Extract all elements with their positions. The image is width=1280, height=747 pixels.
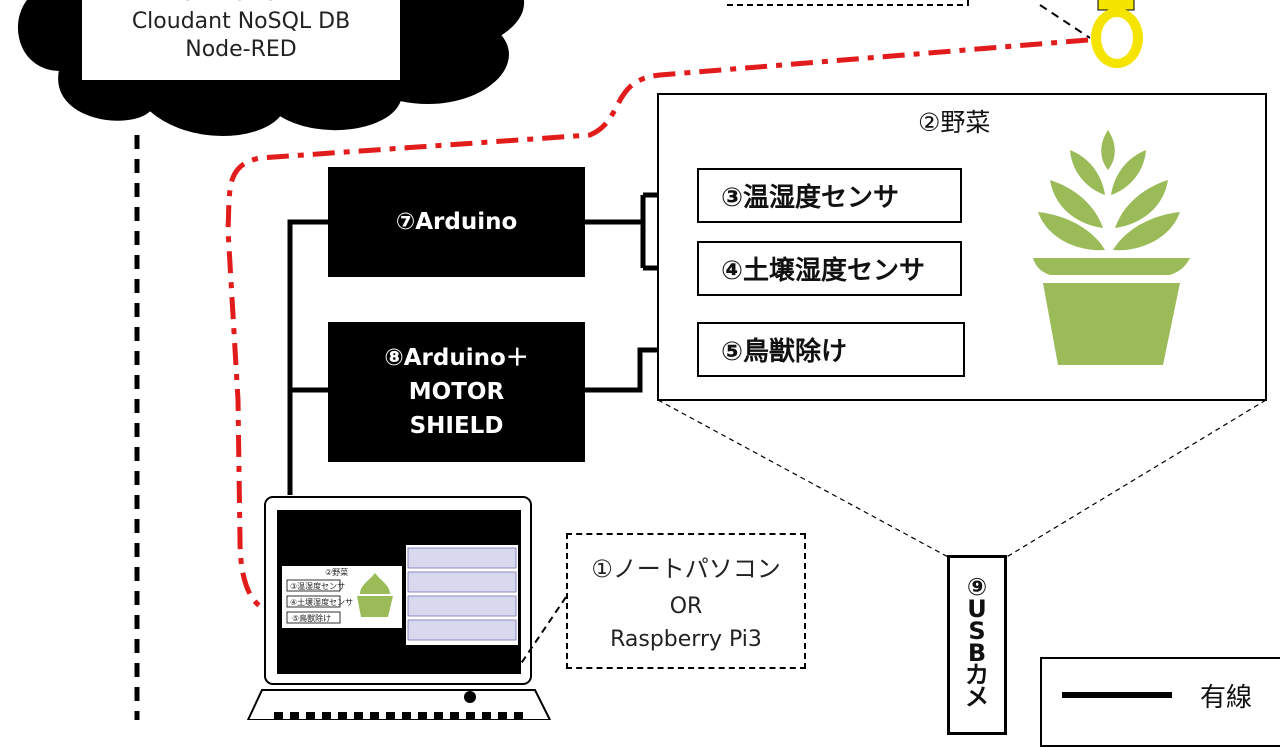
legend-wired-label: 有線: [1200, 683, 1253, 713]
device-line-laptop: ①ノートパソコン: [591, 555, 781, 583]
top-box-fragment: [727, 0, 969, 6]
camera-char-2: U: [967, 595, 987, 623]
device-line-or: OR: [669, 594, 703, 619]
legend-wired-swatch: [1062, 692, 1172, 698]
camera-char-4: B: [967, 639, 987, 667]
laptop-screen-item-3: ⑤鳥獣除け: [292, 614, 332, 623]
legend-box: 有線: [1040, 657, 1280, 747]
camera-view-line-right: [1004, 399, 1267, 559]
temp-humidity-sensor-box: ③温湿度センサ: [697, 168, 962, 223]
arduino-motor-shield-box: ⑧Arduino＋ MOTOR SHIELD: [328, 322, 585, 462]
arduino2-line-3: SHIELD: [409, 413, 504, 439]
camera-view-line-left: [657, 399, 951, 559]
laptop-icon: [246, 496, 552, 720]
arduino-box: ⑦Arduino: [328, 167, 585, 277]
camera-char-5: カ: [965, 661, 989, 689]
camera-char-1: ⑨: [966, 573, 988, 601]
laptop-screen-item-1: ③温湿度センサ: [290, 582, 346, 591]
soil-moisture-sensor-box: ④土壌湿度センサ: [697, 241, 962, 296]
temp-humidity-sensor-label: ③温湿度センサ: [721, 183, 900, 213]
plant-icon: [1033, 130, 1190, 365]
bulb-link-line: [1039, 4, 1091, 39]
arduino-label: ⑦Arduino: [395, 209, 518, 235]
device-callout-line: [519, 596, 567, 666]
cloud-services-box: IoT Platform Cloudant NoSQL DB Node-RED: [82, 0, 400, 80]
device-label-box: ①ノートパソコン OR Raspberry Pi3: [566, 533, 806, 669]
arduino2-line-2: MOTOR: [408, 379, 505, 405]
camera-char-6: メ: [965, 683, 989, 711]
bird-repellent-box: ⑤鳥獣除け: [697, 322, 965, 377]
vegetable-area-title: ②野菜: [918, 108, 991, 137]
wireless-line: [225, 37, 1089, 613]
camera-char-3: S: [968, 617, 986, 645]
device-line-raspberry-pi: Raspberry Pi3: [610, 627, 762, 652]
usb-camera-box: ⑨ U S B カ メ: [947, 555, 1007, 735]
cloud-line-iot-platform: IoT Platform: [82, 0, 400, 8]
cloud-line-cloudant: Cloudant NoSQL DB: [131, 9, 351, 34]
soil-moisture-sensor-label: ④土壌湿度センサ: [721, 256, 926, 286]
laptop-screen-item-2: ④土壌湿度センサ: [290, 598, 354, 607]
arduino2-line-1: ⑧Arduino＋: [384, 345, 529, 371]
bird-repellent-label: ⑤鳥獣除け: [721, 337, 848, 367]
cloud-line-node-red: Node-RED: [185, 37, 297, 62]
laptop-screen-title: ②野菜: [325, 568, 349, 577]
light-bulb-icon: [1091, 0, 1143, 68]
